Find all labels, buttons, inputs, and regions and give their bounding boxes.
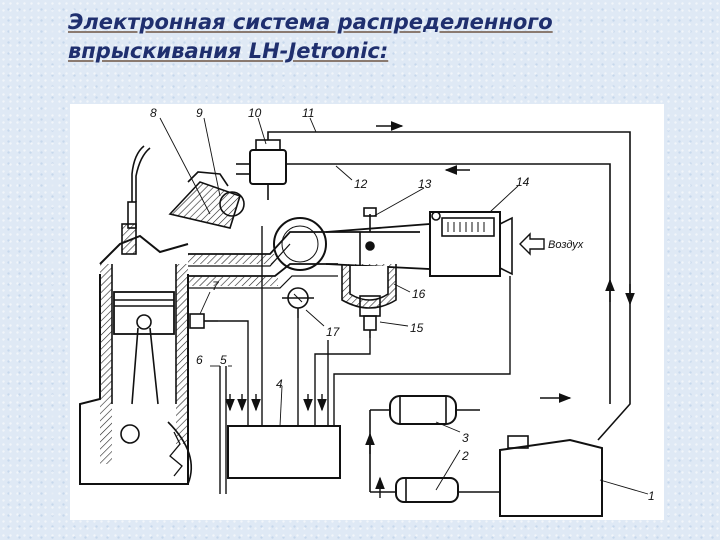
label-12: 12 [354, 177, 368, 191]
fuel-return-line [267, 131, 631, 441]
label-14: 14 [516, 175, 530, 189]
fuel-pump [370, 477, 500, 503]
temperature-sensor [189, 313, 218, 329]
label-7: 7 [212, 279, 220, 293]
label-15: 15 [410, 321, 424, 335]
label-6: 6 [196, 353, 203, 367]
pressure-sensor [282, 287, 314, 318]
label-1: 1 [648, 489, 655, 503]
label-16: 16 [412, 287, 426, 301]
fuel-filter [369, 395, 480, 492]
air-inlet-arrow [519, 232, 545, 256]
label-11: 11 [302, 106, 314, 120]
injection-system-diagram: 8 9 10 11 12 13 14 Воздух 16 15 17 7 6 5… [70, 104, 664, 520]
fuel-supply-line [286, 163, 611, 404]
pressure-regulator [219, 139, 287, 217]
label-5: 5 [220, 353, 227, 367]
control-unit [227, 425, 341, 479]
label-13: 13 [418, 177, 432, 191]
label-2: 2 [461, 449, 469, 463]
control-wiring [218, 226, 511, 494]
flow-arrows [225, 121, 635, 498]
label-3: 3 [462, 431, 469, 445]
label-10: 10 [248, 106, 262, 120]
air-mass-meter [429, 211, 513, 277]
title-line-2: впрыскивания LH-Jetronic: [68, 39, 389, 63]
air-label: Воздух [548, 239, 584, 251]
slide-title: Электронная система распределенного впры… [68, 8, 668, 66]
title-line-1: Электронная система распределенного [68, 10, 553, 34]
fuel-tank [499, 435, 603, 517]
label-8: 8 [150, 106, 157, 120]
diagram-drawing: 8 9 10 11 12 13 14 Воздух 16 15 17 7 6 5… [79, 106, 655, 517]
label-17: 17 [326, 325, 341, 339]
label-9: 9 [196, 106, 203, 120]
callout-labels: 8 9 10 11 12 13 14 Воздух 16 15 17 7 6 5… [150, 106, 655, 503]
leader-lines [159, 117, 649, 495]
engine-block [79, 145, 192, 485]
intake-manifold [168, 171, 431, 338]
label-4: 4 [276, 377, 283, 391]
